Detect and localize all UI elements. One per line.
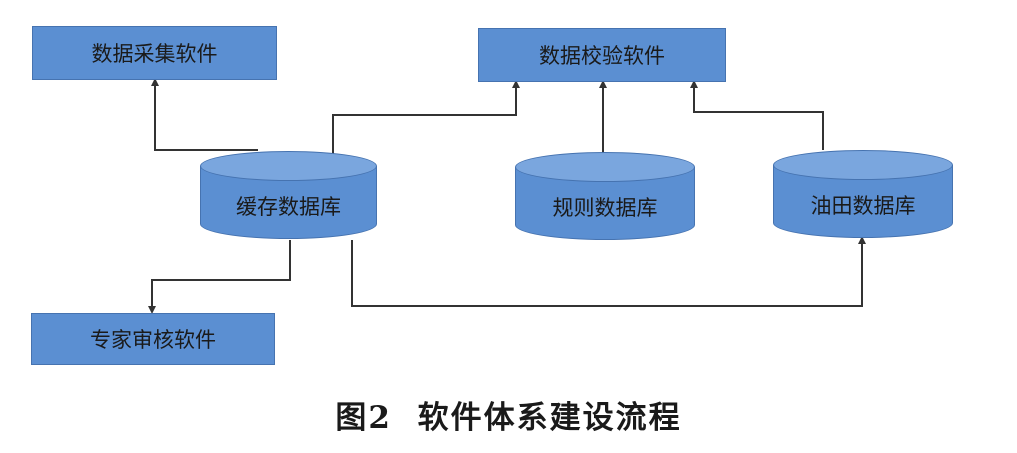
arrow-cache-to-collect [151, 78, 258, 151]
db-cache-label: 缓存数据库 [236, 195, 341, 219]
figure-caption: 图2 软件体系建设流程 [0, 392, 1017, 437]
db-rules: 规则数据库 [515, 152, 695, 240]
arrow-cache-to-expert [148, 240, 291, 314]
db-cache: 缓存数据库 [200, 151, 377, 239]
db-rules-label: 规则数据库 [552, 196, 658, 220]
node-collect-software: 数据采集软件 [32, 26, 277, 80]
figure-number: 图2 [335, 400, 392, 436]
node-expert-software: 专家审核软件 [31, 313, 275, 365]
arrow-cache-to-oilfield [351, 236, 866, 307]
node-expert-label: 专家审核软件 [90, 328, 216, 352]
node-verify-software: 数据校验软件 [478, 28, 726, 82]
db-oilfield-label: 油田数据库 [810, 194, 916, 218]
db-oilfield: 油田数据库 [773, 150, 953, 238]
node-verify-label: 数据校验软件 [539, 44, 665, 68]
arrow-oilfield-to-verify [690, 80, 824, 150]
arrow-cache-to-verify [332, 80, 520, 158]
node-collect-label: 数据采集软件 [91, 42, 218, 66]
figure-title: 软件体系建设流程 [417, 400, 682, 436]
